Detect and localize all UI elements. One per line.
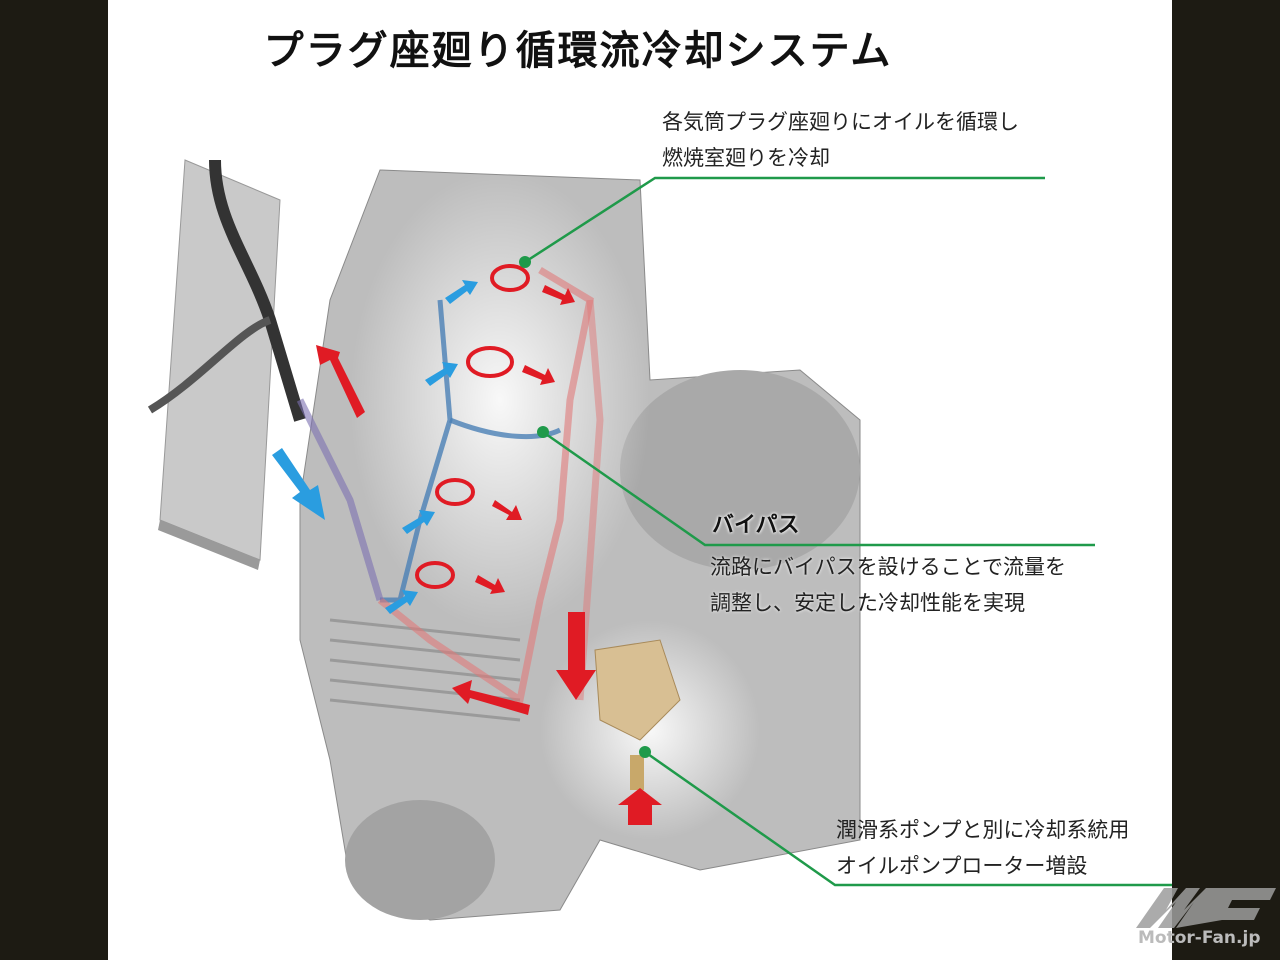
callout-pump-line1: 潤滑系ポンプと別に冷却系統用 — [836, 818, 1130, 842]
flow-arrows-hot — [316, 285, 662, 825]
diagram-title: プラグ座廻り循環流冷却システム — [263, 28, 893, 74]
callout-pump: 潤滑系ポンプと別に冷却系統用 オイルポンプローター増設 — [836, 812, 1129, 884]
leader-dots — [519, 256, 651, 758]
callout-bypass-line1: 流路にバイパスを設けることで流量を — [710, 555, 1066, 579]
watermark-text: Motor-Fan.jp — [1138, 928, 1261, 948]
flow-arrows-cool — [272, 280, 478, 614]
leader-lines — [524, 176, 1172, 887]
callout-bypass-heading: バイパス — [712, 513, 800, 538]
callout-pump-line2: オイルポンプローター増設 — [836, 854, 1088, 878]
motorfan-logo-icon — [1136, 888, 1276, 928]
callout-bypass: 流路にバイパスを設けることで流量を 調整し、安定した冷却性能を実現 — [710, 549, 1066, 621]
callout-plug-seat-line1: 各気筒プラグ座廻りにオイルを循環し — [662, 110, 1019, 134]
plug-seat-rings — [415, 264, 530, 589]
callout-bypass-line2: 調整し、安定した冷却性能を実現 — [710, 591, 1025, 615]
callout-plug-seat-line2: 燃焼室廻りを冷却 — [662, 146, 830, 170]
oil-cooler — [147, 159, 306, 570]
callout-plug-seat: 各気筒プラグ座廻りにオイルを循環し 燃焼室廻りを冷却 — [662, 104, 1019, 176]
